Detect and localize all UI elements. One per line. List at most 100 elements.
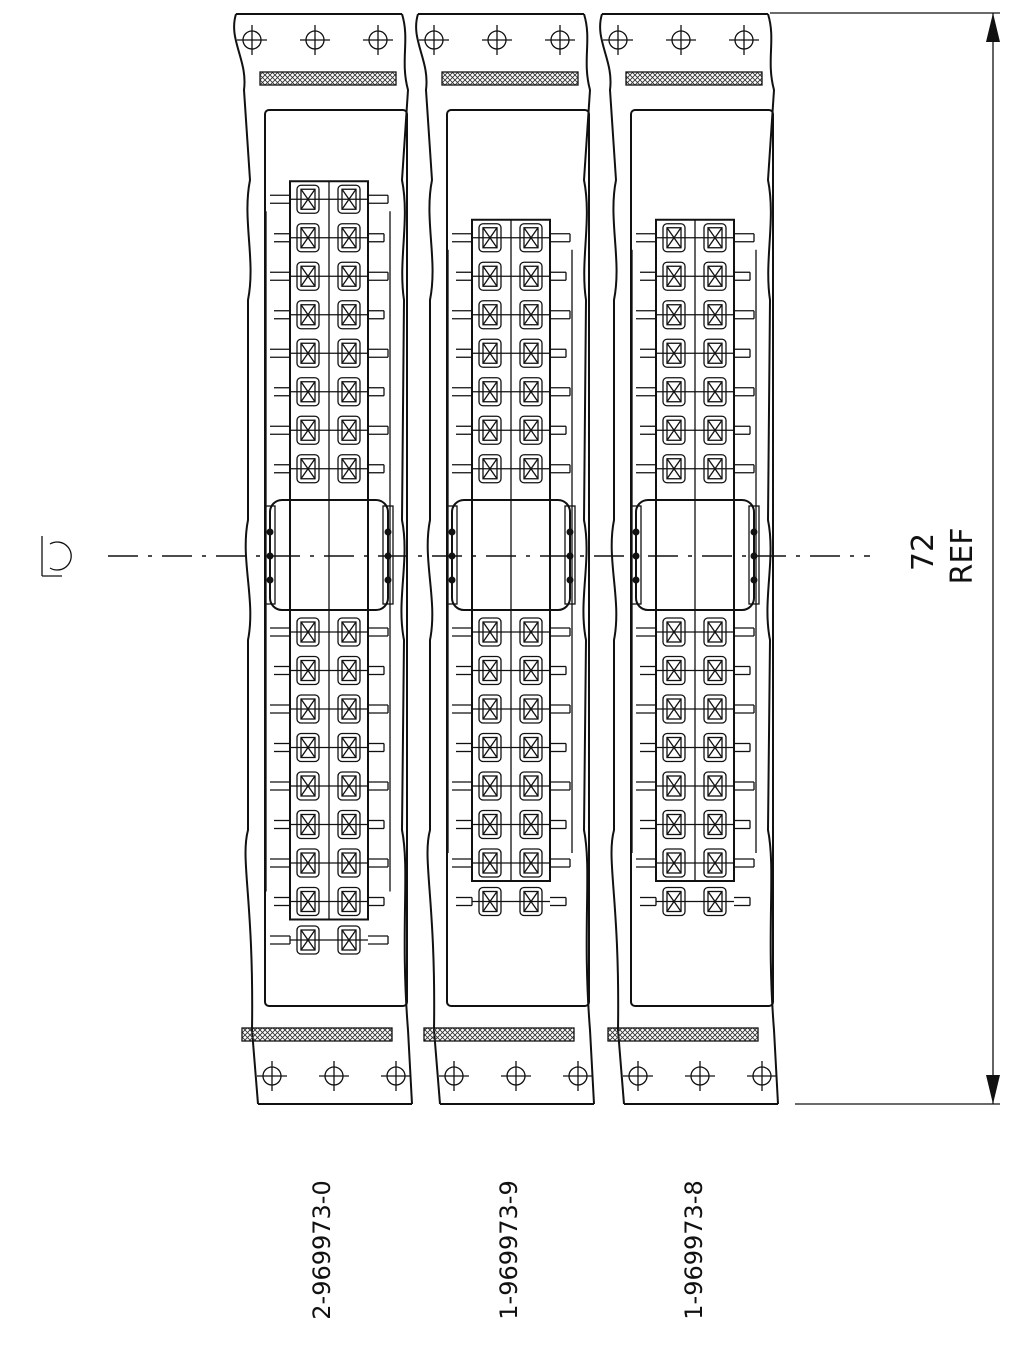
contact-lead	[636, 704, 657, 714]
contact-lead	[734, 819, 751, 830]
pilot-hole	[257, 1061, 287, 1091]
contact-lead	[452, 781, 473, 791]
window-dot	[750, 576, 758, 584]
strip-edge-left	[233, 13, 259, 1105]
window-dot	[266, 576, 274, 584]
pilot-hole	[419, 25, 449, 55]
contact-lead	[274, 896, 291, 907]
contact-lead	[274, 387, 291, 397]
window-dot	[632, 528, 640, 536]
contact-lead	[270, 781, 291, 791]
contact-lead	[550, 627, 571, 637]
contact-lead	[456, 425, 473, 435]
contact-lead	[452, 464, 473, 474]
pilot-hole	[666, 25, 696, 55]
contact-lead	[452, 704, 473, 714]
contact-lead	[734, 233, 755, 243]
contact-lead	[270, 627, 291, 637]
contact-lead	[368, 742, 385, 753]
contact-lead	[734, 425, 751, 435]
contact-lead	[640, 665, 657, 676]
contact-lead	[368, 310, 385, 320]
contact-lead	[636, 464, 657, 474]
contact-lead	[550, 464, 571, 474]
contact-lead	[368, 348, 389, 358]
pilot-hole	[563, 1061, 593, 1091]
carrier-strip	[233, 13, 413, 1105]
contact-lead	[368, 665, 385, 676]
carrier-strip	[599, 13, 779, 1105]
center-window-tab	[264, 505, 276, 605]
contact-lead	[550, 233, 571, 243]
dimension-value: 72	[906, 533, 941, 571]
pilot-hole	[300, 25, 330, 55]
contact-lead	[636, 310, 657, 320]
contact-lead	[368, 233, 385, 243]
contact-lead	[734, 310, 755, 320]
hatched-band	[441, 71, 579, 86]
pilot-hole	[363, 25, 393, 55]
contact-lead	[734, 742, 751, 753]
hatched-band	[607, 1027, 759, 1042]
window-dot	[566, 528, 574, 536]
contact-lead	[274, 742, 291, 753]
contact-lead	[734, 704, 755, 714]
part-number-label: 1-969973-8	[680, 1180, 708, 1319]
strip-edge-left	[415, 13, 441, 1105]
strip-edge-right	[766, 13, 779, 1105]
contact-lead	[456, 665, 473, 676]
contact-lead	[734, 627, 755, 637]
contact-lead	[734, 781, 755, 791]
contact-lead	[456, 742, 473, 753]
window-dot	[566, 576, 574, 584]
contact-lead	[636, 858, 657, 868]
contact-lead	[368, 194, 389, 204]
strip-edge-right	[400, 13, 413, 1105]
contact-lead	[550, 781, 571, 791]
pilot-hole	[685, 1061, 715, 1091]
pilot-hole	[545, 25, 575, 55]
contact-lead	[368, 464, 385, 474]
center-window-tab	[446, 505, 458, 605]
window-dot	[448, 576, 456, 584]
contact-lead	[636, 627, 657, 637]
contact-lead	[734, 387, 755, 397]
contact-lead	[274, 819, 291, 830]
part-number-label: 1-969973-9	[495, 1180, 523, 1319]
contact-lead	[550, 665, 567, 676]
contact-lead	[270, 271, 291, 281]
centerline-symbol	[41, 536, 72, 577]
contact-lead	[734, 348, 751, 358]
contact-lead	[368, 781, 389, 791]
window-dot	[448, 528, 456, 536]
strip-edge-left	[599, 13, 625, 1105]
contact-lead	[636, 233, 657, 243]
contact-lead	[550, 858, 571, 868]
contact-lead	[734, 858, 755, 868]
contact-lead	[456, 896, 473, 907]
pilot-hole	[501, 1061, 531, 1091]
pilot-hole	[319, 1061, 349, 1091]
contact-lead	[274, 233, 291, 243]
contact-lead	[636, 387, 657, 397]
center-window-tab	[630, 505, 642, 605]
contact-lead	[368, 858, 389, 868]
contact-lead	[368, 627, 389, 637]
window-dot	[750, 552, 758, 560]
contact-lead	[734, 665, 751, 676]
window-dot	[750, 528, 758, 536]
contact-lead	[550, 742, 567, 753]
contact-lead	[368, 704, 389, 714]
contact-lead	[550, 704, 571, 714]
window-dot	[384, 576, 392, 584]
contact-lead	[452, 233, 473, 243]
contact-lead	[550, 819, 567, 830]
strip-group	[233, 13, 779, 1105]
contact-lead	[456, 819, 473, 830]
pilot-hole	[439, 1061, 469, 1091]
contact-lead	[640, 348, 657, 358]
contact-lead	[274, 665, 291, 676]
contact-lead	[274, 464, 291, 474]
contact-lead	[452, 310, 473, 320]
contact-lead	[270, 858, 291, 868]
